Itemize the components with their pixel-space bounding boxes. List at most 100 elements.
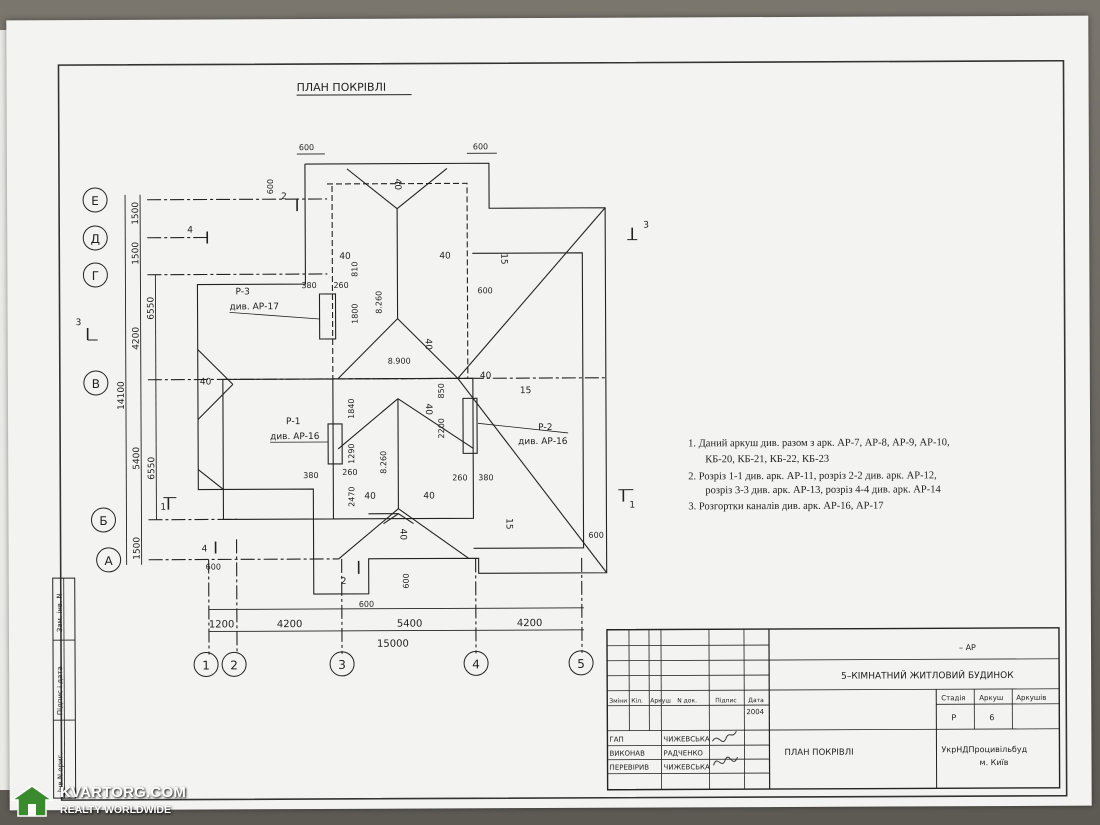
section-label: 1 <box>629 501 635 511</box>
title-block-text: – АР 5–КІМНАТНИЙ ЖИТЛОВИЙ БУДИНОК Зміни … <box>609 643 1046 772</box>
section-marks <box>86 199 638 574</box>
dim-total: 15000 <box>377 639 409 650</box>
stage-label: Стадія <box>941 694 965 702</box>
axis-col-label: 3 <box>338 658 346 672</box>
stage-value: Р <box>951 713 956 722</box>
stamp-year: 2004 <box>746 708 764 716</box>
stamp-header: Дата <box>748 697 764 704</box>
dim-text: 5400 <box>132 447 142 470</box>
signature <box>712 730 738 766</box>
dim-text: 380 <box>303 471 318 480</box>
section-label: 4 <box>187 226 193 236</box>
sheet-frame <box>57 59 1068 801</box>
axis-col-label: 5 <box>577 657 585 671</box>
sheet-value: 6 <box>989 713 994 722</box>
slope-label: 40 <box>423 339 433 351</box>
stamp-person: ЧИЖЕВСЬКА <box>664 763 710 771</box>
watermark-tagline: REALTY WORLDWIDE <box>60 804 172 816</box>
sheets-label: Аркушів <box>1016 694 1046 702</box>
note-line: 3. Розгортки каналів див. арк. АР-16, АР… <box>688 501 883 513</box>
section-label: 2 <box>281 192 287 202</box>
project-name: 5–КІМНАТНИЙ ЖИТЛОВИЙ БУДИНОК <box>841 669 1014 682</box>
axis-row-label: Д <box>91 232 100 246</box>
section-label: 3 <box>76 318 82 328</box>
side-stamp-label: Зам. інв. N <box>56 593 64 632</box>
stamp-header: N док. <box>677 697 697 704</box>
doc-code: – АР <box>959 643 976 652</box>
stamp-person: РАДЧЕНКО <box>663 749 703 757</box>
dimension-lines <box>124 152 584 632</box>
note-line: 2. Розріз 1-1 див. арк. АР-11, розріз 2-… <box>688 470 936 482</box>
dim-text: 6550 <box>146 297 156 320</box>
axis-row-label: Е <box>91 194 99 208</box>
axis-col-label: 2 <box>230 658 238 672</box>
watermark: KVARTORG.COM REALTY WORLDWIDE <box>4 778 204 824</box>
slope-label: 40 <box>339 252 351 262</box>
stamp-role: ВИКОНАВ <box>609 750 645 758</box>
dim-text: 1840 <box>347 398 356 418</box>
axis-row-label: Б <box>99 514 107 528</box>
slope-label: 40 <box>439 251 451 261</box>
stamp-role: ПЕРЕВІРИВ <box>610 764 650 772</box>
notes-block: 1. Даний аркуш див. разом з арк. АР-7, А… <box>688 437 949 513</box>
dim-text: 600 <box>589 531 604 540</box>
stamp-header: Зміни <box>609 698 627 705</box>
axis-row-label: Г <box>92 269 99 283</box>
section-label: 4 <box>202 544 208 554</box>
sheet-title: ПЛАН ПОКРІВЛІ <box>784 748 853 758</box>
stamp-person: ЧИЖЕВСЬКА <box>663 735 709 743</box>
section-mark-labels: 3 3 1 1 2 2 4 4 <box>76 192 649 587</box>
column-axes: 1 2 3 4 5 <box>193 650 594 677</box>
house-logo-icon <box>10 785 54 817</box>
dim-text: 1200 <box>209 619 235 630</box>
side-stamp-label: Інв.N ориг. <box>56 752 64 792</box>
slope-label: 40 <box>423 491 435 501</box>
dim-text: 2200 <box>437 418 446 438</box>
dim-text: 4200 <box>517 618 543 629</box>
stamp-header: Аркуш <box>650 697 671 704</box>
dim-text: 1500 <box>131 242 141 265</box>
dim-text: 1290 <box>347 443 356 463</box>
dim-text: 260 <box>342 468 357 477</box>
dim-text: 600 <box>477 286 492 295</box>
slope-label: 15 <box>498 253 508 264</box>
axis-row-label: А <box>105 554 114 568</box>
slope-label: 15 <box>503 518 513 529</box>
section-label: 1 <box>160 503 166 513</box>
misc-dimensions: 600 600 600 600 600 600 600 600 <box>206 142 604 609</box>
slope-label: 15 <box>520 386 531 396</box>
element-ref: див. АР-16 <box>270 432 320 442</box>
dim-text: 600 <box>299 143 314 152</box>
dim-text: 600 <box>359 600 374 609</box>
dim-text: 850 <box>437 383 446 398</box>
element-name: Р-2 <box>538 423 552 433</box>
dim-text: 4200 <box>277 619 303 630</box>
element-ref: див. АР-17 <box>230 302 279 312</box>
stamp-header: Кіл. <box>631 698 643 705</box>
slope-label: 40 <box>364 492 376 502</box>
row-axes: Е Д Г В Б А <box>82 187 122 573</box>
note-line: розріз 3-3 див. арк. АР-13, розріз 4-4 д… <box>705 484 941 496</box>
watermark-brand: KVARTORG.COM <box>60 784 187 801</box>
stamp-header: Підпис <box>715 697 736 704</box>
dim-text: 8.260 <box>379 451 388 474</box>
dim-text: 14100 <box>117 381 127 410</box>
title-block <box>606 627 1061 791</box>
dim-text: 8.260 <box>374 291 383 314</box>
note-line: КБ-20, КБ-21, КБ-22, КБ-23 <box>705 454 829 466</box>
inner-dimensions: 380 260 810 1800 8.260 8.900 1840 1290 2… <box>301 262 493 507</box>
dim-text: 600 <box>206 562 221 571</box>
dim-text: 380 <box>301 281 316 290</box>
side-stamp: Зам. інв. N Підпис і дата Інв.N ориг. <box>52 577 77 799</box>
section-label: 3 <box>643 221 649 231</box>
dim-text: 2470 <box>347 486 356 506</box>
note-line: 1. Даний аркуш див. разом з арк. АР-7, А… <box>688 437 949 449</box>
element-name: Р-1 <box>286 417 300 427</box>
slope-label: 40 <box>480 371 492 381</box>
left-dimensions: 1500 1500 6550 4200 14100 5400 6550 1500 <box>117 202 157 560</box>
drawing-sheet: ПЛАН ПОКРІВЛІ <box>6 15 1092 811</box>
dim-text: 5400 <box>397 619 423 630</box>
dim-text: 260 <box>333 281 348 290</box>
organization: УкрНДПроцивільбуд <box>941 745 1027 754</box>
dim-text: 8.900 <box>388 357 411 366</box>
